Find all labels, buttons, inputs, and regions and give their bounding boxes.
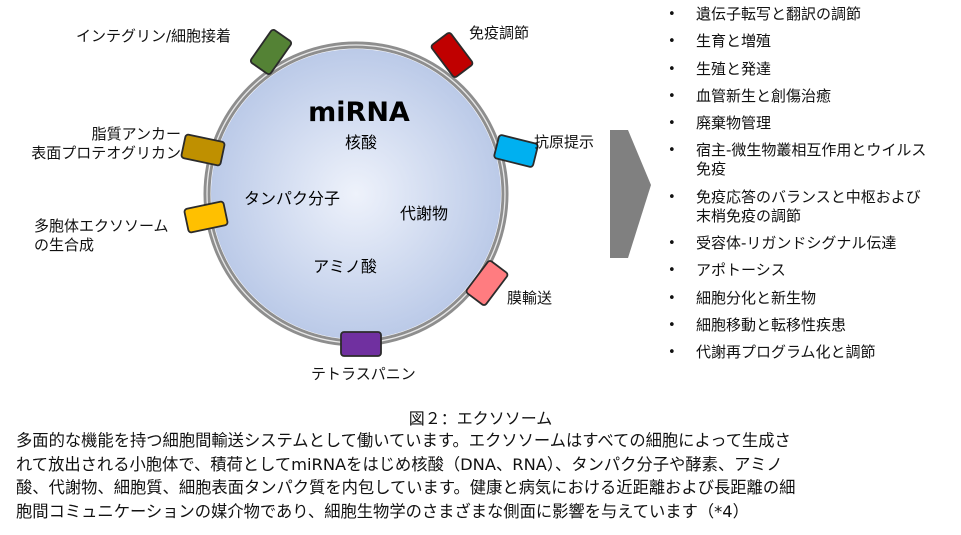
content-metabolites: 代謝物 [400,204,448,223]
caption-line: 多面的な機能を持つ細胞間輸送システムとして働いています。エクソソームはすべての細… [16,431,791,450]
function-item: 代謝再プログラム化と調節 [668,343,926,362]
membrane-protein-marker [465,260,509,306]
caption-line: 胞間コミュニケーションの媒介物であり、細胞生物学のさまざまな側面に影響を与えてい… [16,501,749,521]
figure-caption-body: 多面的な機能を持つ細胞間輸送システムとして働いています。エクソソームはすべての細… [16,429,951,523]
figure-caption-title: 図２：エクソソーム [408,409,553,428]
content-protein-molecules: タンパク分子 [244,189,340,208]
membrane-proteins [180,29,539,357]
right-arrow-icon [610,130,651,258]
mirna-title: miRNA [308,97,410,128]
content-amino-acids: アミノ酸 [313,257,377,276]
content-nucleic-acid: 核酸 [345,133,377,152]
function-item: 廃棄物管理 [668,114,926,133]
label-lipid-anchor: 脂質アンカー 表面プロテオグリカン [31,125,181,162]
membrane-protein-marker [183,200,229,234]
membrane-protein-marker [180,133,226,167]
function-item: 遺伝子転写と翻訳の調節 [668,5,926,24]
function-item: 細胞移動と転移性疾患 [668,316,926,335]
label-membrane-transport: 膜輸送 [507,289,553,307]
function-item: 生殖と発達 [668,60,926,79]
cell-interior [211,49,501,339]
function-item: 生育と増殖 [668,32,926,51]
label-immune-regulation: 免疫調節 [469,24,530,42]
label-mvb-biogenesis: 多胞体エクソソーム の生合成 [34,217,169,254]
function-item: 受容体-リガンドシグナル伝達 [668,234,926,253]
function-item: 宿主-微生物叢相互作用とウイルス 免疫 [668,141,926,179]
label-antigen-presentation: 抗原提示 [534,133,595,151]
label-integrin: インテグリン/細胞接着 [76,27,232,45]
membrane-protein-marker [430,32,474,78]
label-tetraspanin: テトラスパニン [311,365,416,383]
membrane-protein-marker [340,331,382,357]
caption-line: れて放出される小胞体で、積荷としてmiRNAをはじめ核酸（DNA、RNA）、タン… [16,454,783,474]
function-item: 免疫応答のバランスと中枢および 末梢免疫の調節 [668,188,926,226]
caption-line: 酸、代謝物、細胞質、細胞表面タンパク質を内包しています。健康と病気における近距離… [16,478,796,497]
membrane-protein-marker [493,134,539,168]
function-list: 遺伝子転写と翻訳の調節 生育と増殖 生殖と発達 血管新生と創傷治癒 廃棄物管理 … [668,5,926,371]
function-item: 細胞分化と新生物 [668,289,926,308]
function-item: 血管新生と創傷治癒 [668,87,926,106]
membrane-protein-marker [249,29,293,75]
function-item: アポトーシス [668,261,926,280]
